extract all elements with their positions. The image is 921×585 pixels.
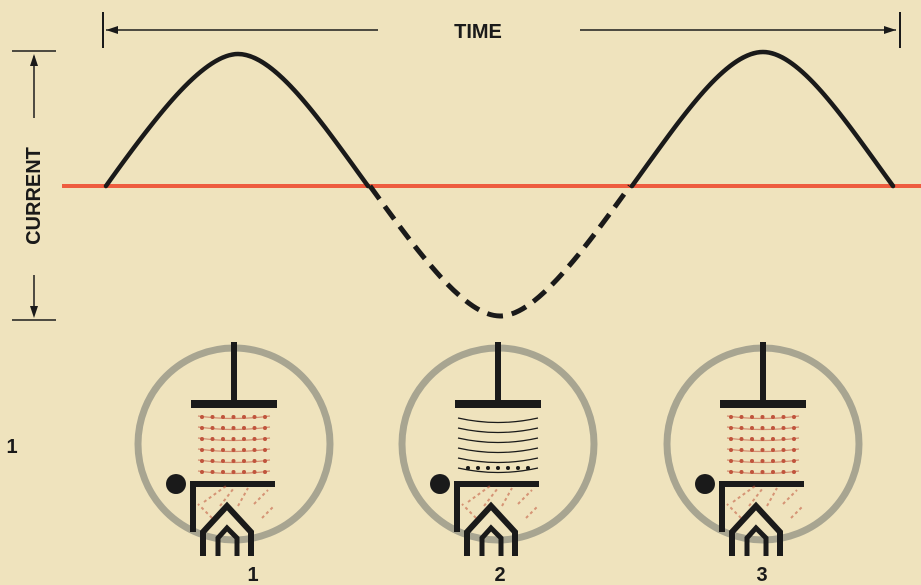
- current-label: CURRENT: [23, 147, 45, 245]
- current-arrow-up-icon: [30, 54, 38, 66]
- time-label: TIME: [454, 21, 502, 43]
- time-arrow-right-icon: [884, 26, 896, 34]
- current-arrow-down-icon: [30, 306, 38, 318]
- time-dimension: TIME: [102, 12, 901, 48]
- tube-number-1: 1: [247, 564, 258, 585]
- tube-number-3: 3: [756, 564, 767, 585]
- waveform-positive-half-1: [103, 51, 371, 189]
- current-dimension: CURRENT: [12, 50, 56, 321]
- figure-side-number: 1: [6, 436, 17, 458]
- waveform-negative-half-dashed: [367, 184, 633, 319]
- tube-3: [667, 342, 859, 556]
- tube-1: [138, 342, 330, 556]
- electron-stream-1: [197, 415, 271, 475]
- tube-number-2: 2: [494, 564, 505, 585]
- waveform-positive-half-2: [629, 49, 896, 189]
- time-arrow-left-icon: [106, 26, 118, 34]
- electron-stream-3: [726, 415, 800, 475]
- field-lines-2: [457, 417, 539, 474]
- tube-2: [402, 342, 594, 556]
